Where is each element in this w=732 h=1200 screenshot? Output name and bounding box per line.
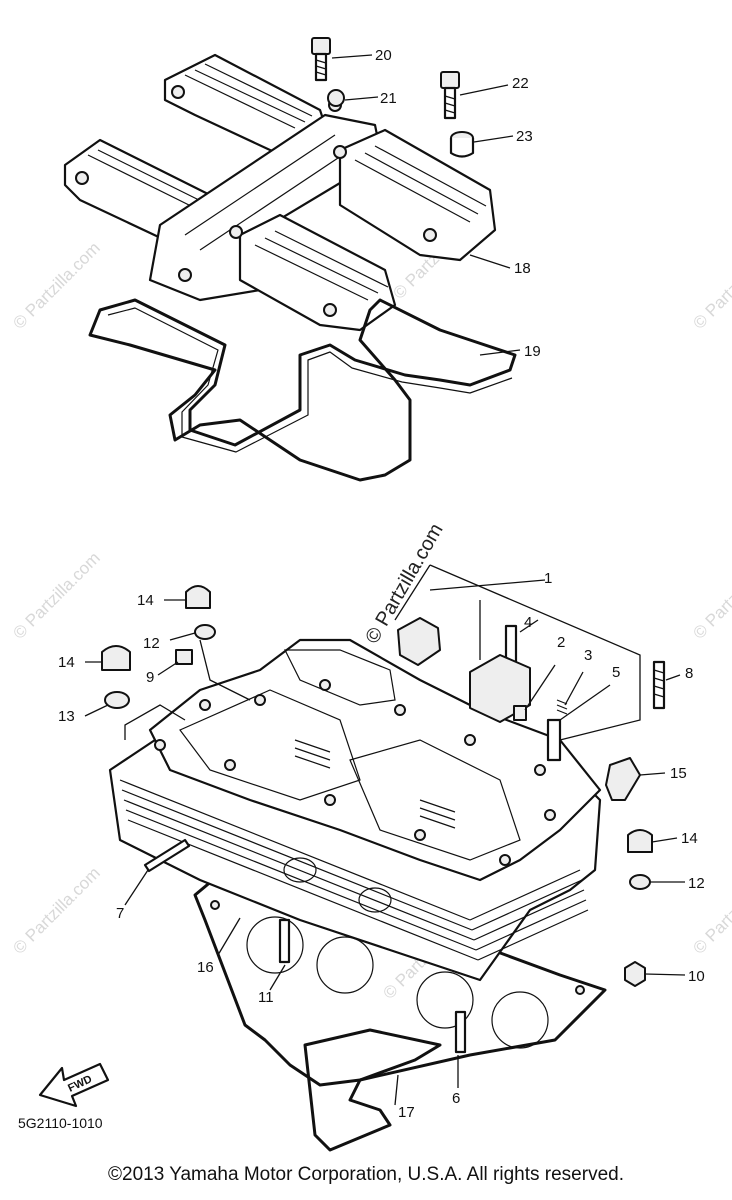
callout-12b: 12 — [688, 875, 705, 892]
callout-2: 2 — [557, 634, 565, 651]
dowel-2 — [513, 705, 527, 721]
callout-14c: 14 — [681, 830, 698, 847]
callout-18: 18 — [514, 260, 531, 277]
callout-3: 3 — [584, 647, 592, 664]
callout-labels: 20 21 22 23 18 19 1 4 2 3 5 8 15 14 12 1… — [58, 47, 705, 1121]
stud-7 — [143, 838, 191, 873]
stud-6 — [454, 1010, 467, 1054]
spring-3 — [556, 699, 568, 715]
grommet-23 — [449, 131, 475, 158]
callout-14b: 14 — [58, 654, 75, 671]
callout-9: 9 — [146, 669, 154, 686]
nut-9 — [175, 649, 193, 665]
cam-cap-1 — [397, 617, 441, 666]
callout-16: 16 — [197, 959, 214, 976]
acorn-nut-14b — [101, 645, 131, 671]
callout-8: 8 — [685, 665, 693, 682]
copyright-notice: ©2013 Yamaha Motor Corporation, U.S.A. A… — [108, 1164, 624, 1185]
callout-7: 7 — [116, 905, 124, 922]
cam-cover-group — [63, 37, 517, 482]
callout-21: 21 — [380, 90, 397, 107]
diagram-code: 5G2110-1010 — [18, 1115, 103, 1131]
callout-1: 1 — [544, 570, 552, 587]
callout-5: 5 — [612, 664, 620, 681]
callout-22: 22 — [512, 75, 529, 92]
stud-8 — [652, 660, 666, 710]
nut-10 — [624, 961, 646, 987]
sleeve-5 — [546, 718, 562, 762]
bolt-21 — [327, 89, 345, 107]
leaders-top — [331, 54, 521, 356]
callout-12a: 12 — [143, 635, 160, 652]
head-bolt-bosses — [154, 679, 556, 866]
stud-11 — [278, 918, 291, 964]
callout-6: 6 — [452, 1090, 460, 1107]
cam-cover-front-right — [238, 213, 397, 332]
acorn-nut-14a — [185, 585, 211, 609]
watermark: © Partzilla.com — [9, 238, 103, 332]
cooling-fins — [119, 779, 589, 961]
callout-11: 11 — [258, 989, 274, 1006]
washer-12a — [194, 624, 216, 640]
cam-cover-gasket — [88, 298, 517, 482]
washer-12b — [629, 874, 651, 890]
callout-15: 15 — [670, 765, 687, 782]
watermark: © Partzilla.com — [9, 548, 103, 642]
watermark: © Partzilla.com — [689, 238, 732, 332]
callout-17: 17 — [398, 1104, 415, 1121]
cam-cover-gasket-inner — [107, 307, 513, 453]
callout-19: 19 — [524, 343, 541, 360]
bolt-4 — [504, 624, 518, 664]
callout-20: 20 — [375, 47, 392, 64]
callout-4: 4 — [524, 614, 532, 631]
watermark: © Partzilla.com — [9, 863, 103, 957]
callout-23: 23 — [516, 128, 533, 145]
washer-13 — [104, 691, 130, 709]
acorn-nut-14c — [627, 829, 653, 853]
fwd-arrow-icon: FWD — [38, 1062, 110, 1108]
bolt-22 — [440, 71, 460, 120]
cam-bay-left — [179, 689, 361, 801]
callout-14a: 14 — [137, 592, 154, 609]
watermark: © Partzilla.com — [689, 548, 732, 642]
cylinder-head-group — [108, 638, 607, 1152]
bolt-20 — [311, 37, 331, 82]
cam-bay-right — [349, 739, 521, 861]
small-parts — [101, 585, 666, 1054]
cam-chain-gasket — [303, 1028, 442, 1152]
cam-cover-spine — [148, 113, 382, 302]
callout-10: 10 — [688, 968, 705, 985]
callout-13: 13 — [58, 708, 75, 725]
spark-plug-15 — [605, 757, 641, 801]
leaders-bottom — [84, 564, 686, 1106]
cam-cover-rear-right — [338, 128, 497, 262]
